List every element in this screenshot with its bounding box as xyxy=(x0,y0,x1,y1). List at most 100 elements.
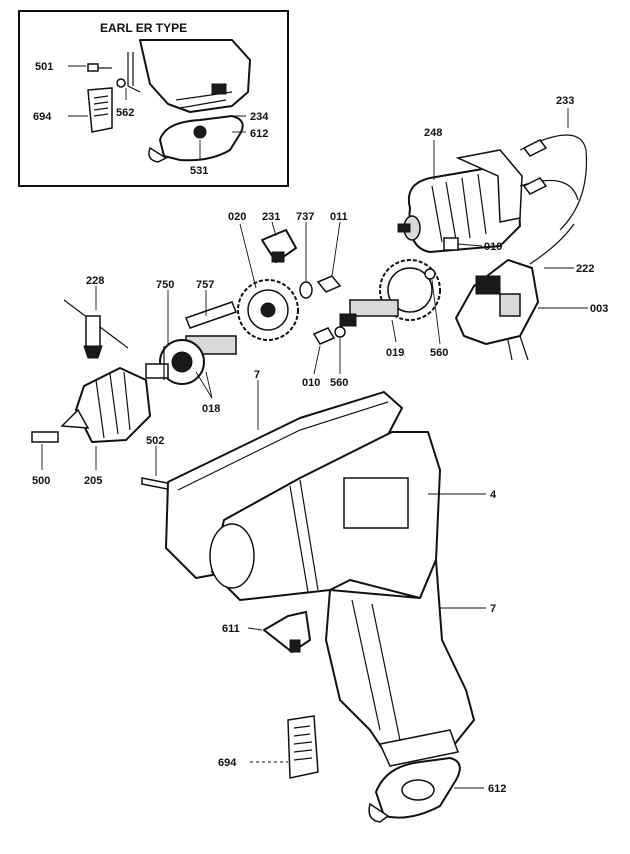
label-4: 4 xyxy=(490,489,497,501)
label-500: 500 xyxy=(32,475,50,487)
label-750: 750 xyxy=(156,279,174,291)
label-531: 531 xyxy=(190,165,208,177)
chuck-jaws xyxy=(60,408,90,429)
label-502: 502 xyxy=(146,435,164,447)
shaft-019-pinion xyxy=(339,313,357,327)
label-612-top: 612 xyxy=(250,128,268,140)
part-motor xyxy=(397,134,588,253)
label-010-right: 010 xyxy=(484,241,502,253)
part-chuck-key xyxy=(63,299,129,359)
inset-frame xyxy=(18,10,289,187)
leader-010-right xyxy=(457,243,483,247)
inset-washer xyxy=(116,78,126,88)
housing-window xyxy=(343,477,409,529)
selector-231-stem xyxy=(271,251,285,263)
screw-500 xyxy=(31,431,59,443)
label-228: 228 xyxy=(86,275,104,287)
belt-clip-hook xyxy=(368,802,390,823)
washer-737 xyxy=(299,281,313,299)
washer-010-left xyxy=(312,327,336,345)
shaft-019 xyxy=(349,299,399,317)
gear-020-bore xyxy=(260,302,276,318)
washer-560-right xyxy=(424,268,436,280)
part-gear-019 xyxy=(339,259,441,327)
key-shaft xyxy=(85,315,101,349)
part-label-plate-bottom xyxy=(287,715,319,779)
leader-231 xyxy=(271,221,277,237)
switch-body xyxy=(455,259,539,345)
label-231: 231 xyxy=(262,211,280,223)
housing-handle xyxy=(325,559,475,761)
label-234: 234 xyxy=(250,111,269,123)
spindle-018-bore xyxy=(171,351,193,373)
label-233: 233 xyxy=(556,95,574,107)
small-hardware xyxy=(261,229,346,345)
label-562: 562 xyxy=(116,107,134,119)
housing-rear-edge xyxy=(177,401,389,491)
label-011: 011 xyxy=(330,211,348,223)
label-694-top: 694 xyxy=(33,111,52,123)
housing-front-face xyxy=(209,523,255,589)
washer-560-left xyxy=(334,326,346,338)
inset-spring-clip xyxy=(127,52,141,93)
label-018: 018 xyxy=(202,403,220,415)
pin-757 xyxy=(185,301,237,329)
label-611: 611 xyxy=(222,623,240,635)
switch-trigger-block xyxy=(475,275,501,295)
inset-latch xyxy=(211,83,227,95)
label-501: 501 xyxy=(35,61,53,73)
label-010-left: 010 xyxy=(302,377,320,389)
part-housing-front xyxy=(209,431,475,767)
label-612-bottom: 612 xyxy=(488,783,506,795)
label-248: 248 xyxy=(424,127,442,139)
part-belt-clip-bottom xyxy=(368,757,461,823)
switch-wire xyxy=(529,223,575,265)
washer-010-right xyxy=(443,237,459,251)
part-lock-button xyxy=(263,611,311,653)
motor-endcap xyxy=(455,149,523,223)
inset-label-plate xyxy=(87,87,113,133)
nut-011 xyxy=(316,275,342,293)
label-7-top: 7 xyxy=(254,369,260,381)
leaders xyxy=(41,108,588,789)
inset-label-lines xyxy=(93,95,109,117)
handle-grip-lines xyxy=(351,599,401,741)
leader-011 xyxy=(331,221,341,277)
lock-button-body xyxy=(263,611,311,653)
key-pinion xyxy=(83,345,103,359)
inset-housing xyxy=(139,39,251,113)
selector-231 xyxy=(261,229,297,263)
label-560-left: 560 xyxy=(330,377,348,389)
label-694-bottom: 694 xyxy=(218,757,237,769)
switch-leads xyxy=(507,335,529,361)
label-019: 019 xyxy=(386,347,404,359)
handle-base xyxy=(378,729,460,767)
part-spindle xyxy=(145,301,237,385)
switch-contacts xyxy=(499,293,521,317)
label-plate-bottom xyxy=(287,715,319,779)
part-switch xyxy=(443,223,575,361)
label-003: 003 xyxy=(590,303,608,315)
spindle-nose xyxy=(145,363,169,379)
motor-ribs xyxy=(431,173,487,243)
label-plate-bottom-lines xyxy=(293,725,313,761)
inset-screw-head xyxy=(87,63,99,72)
inset-title: EARL ER TYPE xyxy=(100,21,187,35)
label-020: 020 xyxy=(228,211,246,223)
label-737: 737 xyxy=(296,211,314,223)
housing-seam xyxy=(289,479,319,593)
chuck-body xyxy=(75,367,151,443)
leader-560-right xyxy=(431,279,441,345)
lock-button-tab xyxy=(289,639,301,653)
inset-clip-hook xyxy=(148,146,168,163)
leader-020 xyxy=(239,223,257,289)
label-205: 205 xyxy=(84,475,102,487)
label-560-right: 560 xyxy=(430,347,448,359)
leader-010-left xyxy=(313,345,321,375)
motor-pinion xyxy=(397,223,411,233)
belt-clip-hole xyxy=(401,779,435,801)
part-labels: 233 248 020 231 737 011 010 222 003 228 … xyxy=(32,95,608,795)
label-757: 757 xyxy=(196,279,214,291)
